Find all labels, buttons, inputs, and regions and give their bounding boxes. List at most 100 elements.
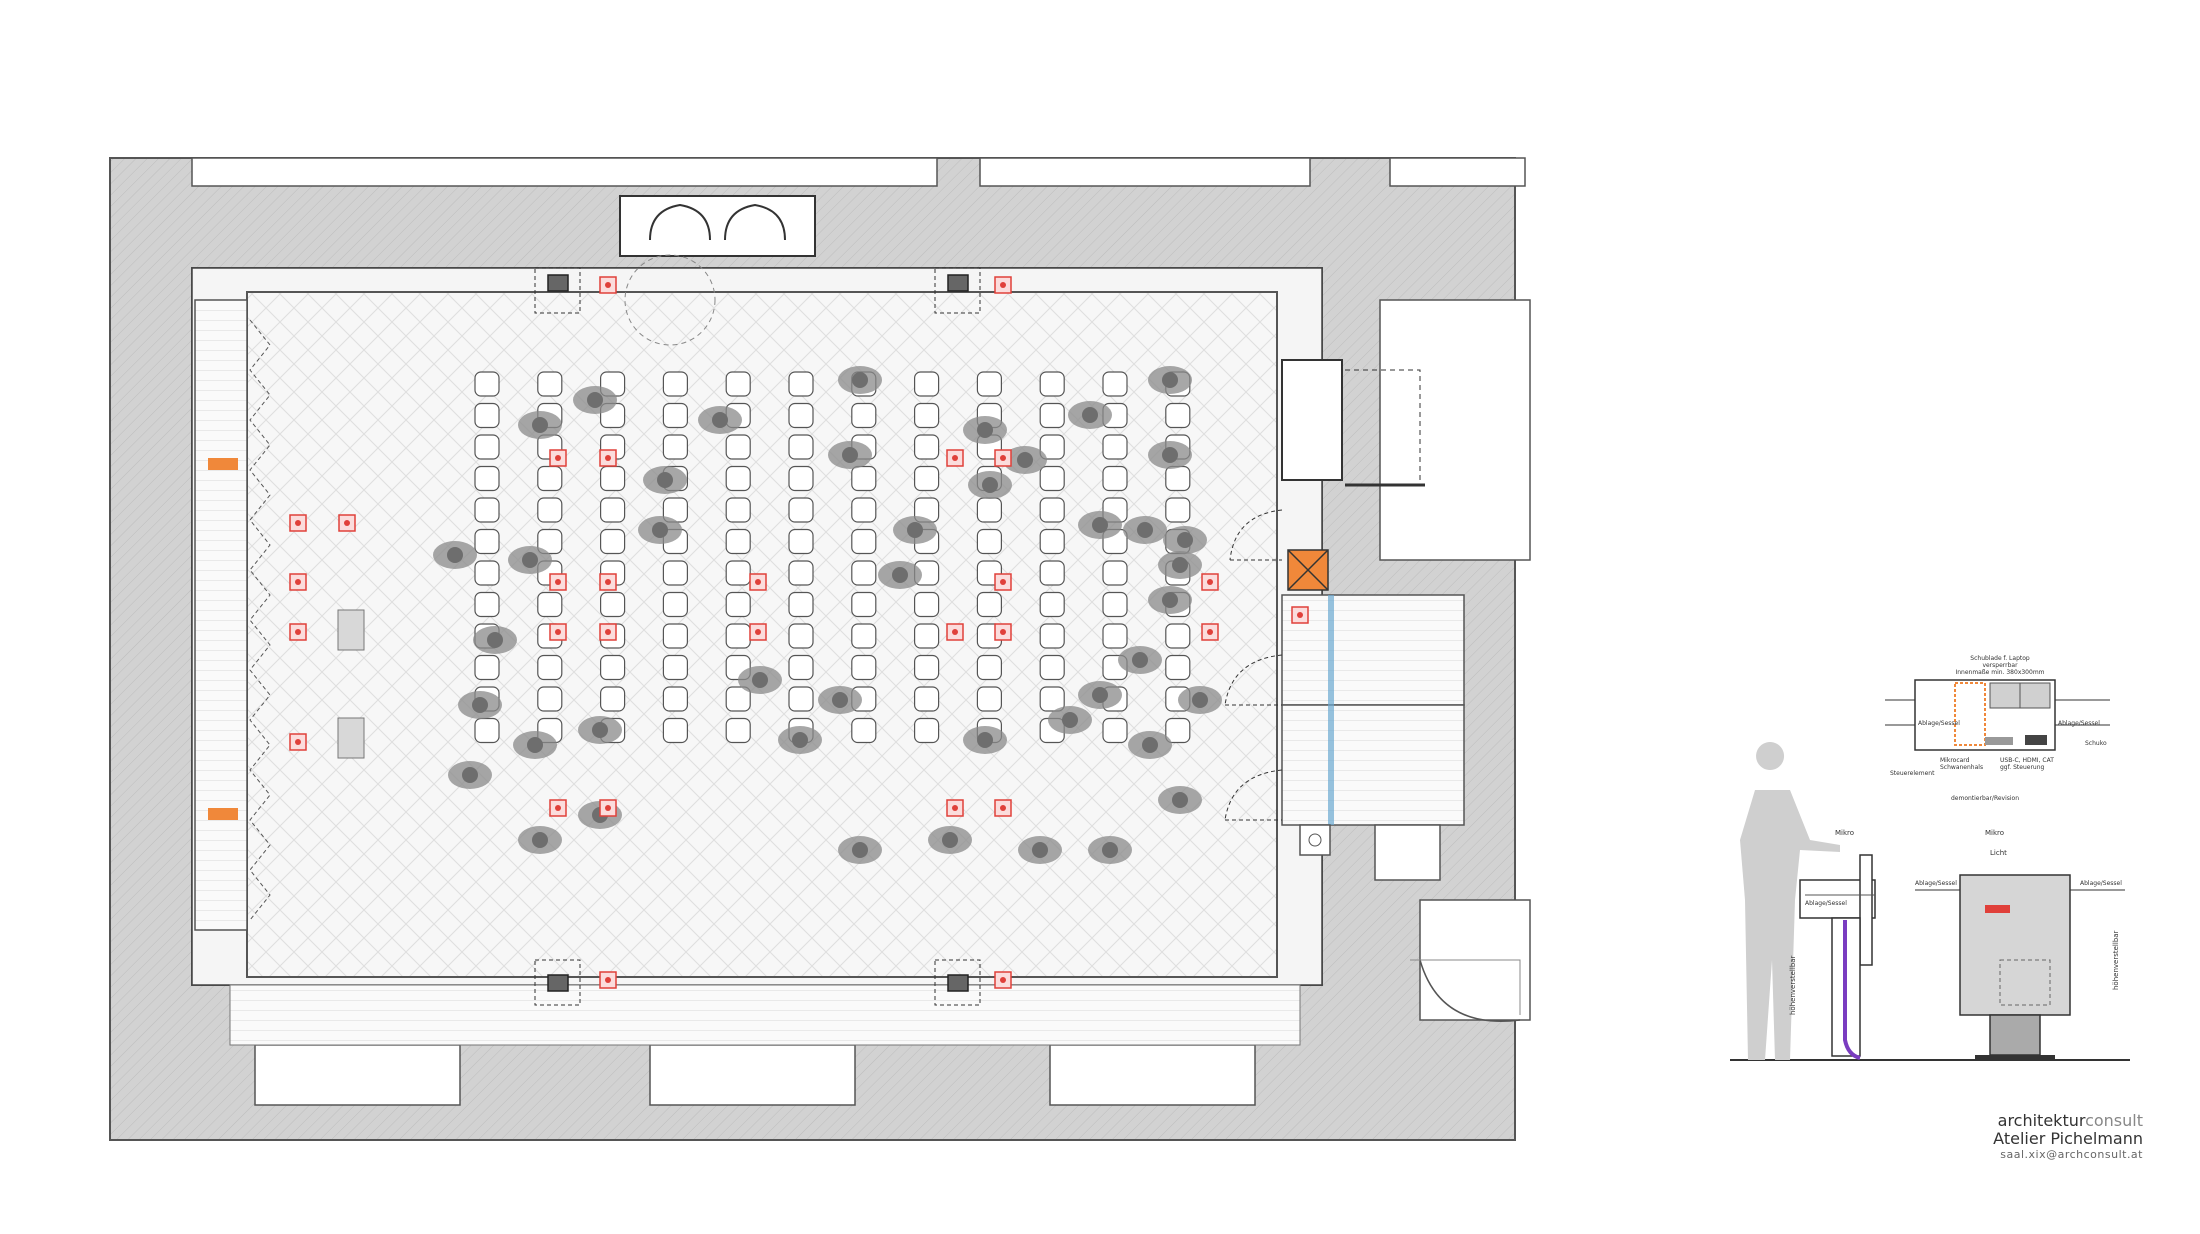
chair bbox=[851, 654, 877, 681]
chair bbox=[976, 591, 1003, 618]
chair bbox=[537, 686, 563, 712]
person-head bbox=[942, 832, 958, 848]
chair bbox=[976, 497, 1003, 523]
side-hoehe-label: höhenverstellbar bbox=[1789, 955, 1797, 1015]
person-head bbox=[892, 567, 908, 583]
floor-sensor-dot bbox=[952, 629, 958, 635]
chair bbox=[788, 686, 814, 712]
chair bbox=[913, 371, 940, 397]
chair bbox=[599, 497, 626, 523]
lectern-top-steuerung: ggf. Steuerung bbox=[2000, 764, 2045, 771]
floor-sensor-dot bbox=[1207, 629, 1213, 635]
chair bbox=[474, 434, 500, 460]
chair bbox=[1039, 654, 1065, 681]
chair bbox=[1165, 654, 1191, 681]
left-zigzag-dashes bbox=[249, 319, 271, 921]
person-head bbox=[462, 767, 478, 783]
chair bbox=[662, 434, 689, 460]
person-head bbox=[832, 692, 848, 708]
front-hoehe-label: höhenverstellbar bbox=[2112, 930, 2120, 990]
person-head bbox=[472, 697, 488, 713]
chair bbox=[1039, 560, 1065, 586]
lectern-top-header-1: Schublade f. Laptop bbox=[1970, 655, 2030, 662]
floor-sensor-dot bbox=[555, 805, 561, 811]
chair bbox=[1102, 717, 1128, 744]
person-head bbox=[712, 412, 728, 428]
chair bbox=[788, 371, 814, 397]
lectern-top-usb: USB-C, HDMI, CAT bbox=[2000, 757, 2054, 764]
person-head bbox=[527, 737, 543, 753]
chair bbox=[976, 371, 1003, 397]
entrance-doors bbox=[619, 195, 816, 257]
chair bbox=[725, 591, 751, 618]
floor-sensor-dot bbox=[1297, 612, 1303, 618]
chair bbox=[537, 465, 563, 492]
chair bbox=[474, 560, 500, 586]
floor-sensor-dot bbox=[605, 455, 611, 461]
chair bbox=[537, 497, 563, 523]
chair bbox=[474, 465, 500, 492]
chair bbox=[913, 623, 940, 649]
floor-sensor-dot bbox=[295, 739, 301, 745]
floor-sensor-dot bbox=[605, 282, 611, 288]
person-head bbox=[1137, 522, 1153, 538]
person-head bbox=[1142, 737, 1158, 753]
person-head bbox=[1092, 517, 1108, 533]
floor-sensor-dot bbox=[295, 629, 301, 635]
floor-sensor-dot bbox=[952, 805, 958, 811]
chair bbox=[725, 560, 751, 586]
chair bbox=[474, 717, 500, 744]
floor-sensor-dot bbox=[1000, 282, 1006, 288]
chair bbox=[913, 402, 940, 429]
person-head bbox=[1102, 842, 1118, 858]
person-head bbox=[1017, 452, 1033, 468]
chair bbox=[1039, 371, 1065, 397]
contact-email: saal.xix@archconsult.at bbox=[2000, 1147, 2143, 1161]
studio-name: Atelier Pichelmann bbox=[1993, 1129, 2143, 1149]
chair bbox=[662, 686, 689, 712]
chair bbox=[1039, 434, 1065, 460]
floor-sensor-dot bbox=[605, 629, 611, 635]
chair bbox=[976, 654, 1003, 681]
lectern-top-ablage-left: Ablage/Sessel bbox=[1918, 720, 1960, 727]
person-head bbox=[657, 472, 673, 488]
person-head bbox=[982, 477, 998, 493]
chair bbox=[599, 465, 626, 492]
firm-name: architekturconsult bbox=[1993, 1111, 2143, 1130]
chair bbox=[474, 497, 500, 523]
chair bbox=[725, 623, 751, 649]
chair bbox=[599, 686, 626, 712]
floor-sensor-dot bbox=[755, 579, 761, 585]
person-head bbox=[1172, 557, 1188, 573]
chair bbox=[851, 497, 877, 523]
dashed-circle bbox=[624, 254, 716, 346]
chair bbox=[1165, 717, 1191, 744]
lectern-top-mikrocard: Mikrocard bbox=[1940, 757, 1970, 764]
person-head bbox=[1062, 712, 1078, 728]
chair bbox=[1102, 591, 1128, 618]
person-head bbox=[1132, 652, 1148, 668]
chair bbox=[1165, 497, 1191, 523]
people-figures bbox=[433, 366, 1222, 864]
chair bbox=[788, 623, 814, 649]
firm-name-part2: consult bbox=[2085, 1111, 2143, 1130]
person-head bbox=[532, 832, 548, 848]
person-head bbox=[532, 417, 548, 433]
lectern-side-view: Mikro Ablage/Sessel höhenverstellbar bbox=[1730, 742, 2130, 1061]
floor-sensor-dot bbox=[1000, 629, 1006, 635]
chair bbox=[976, 686, 1003, 712]
person-head bbox=[752, 672, 768, 688]
chair bbox=[851, 528, 877, 555]
chair bbox=[1039, 591, 1065, 618]
chair bbox=[725, 717, 751, 744]
right-annex bbox=[1224, 359, 1521, 1022]
firm-credits: architekturconsult Atelier Pichelmann sa… bbox=[1993, 1111, 2143, 1161]
chair bbox=[913, 434, 940, 460]
chair bbox=[1102, 465, 1128, 492]
floor-sensor-dot bbox=[295, 579, 301, 585]
chair bbox=[474, 654, 500, 681]
lectern-top-schwanenhals: Schwanenhals bbox=[1940, 764, 1983, 771]
chair bbox=[662, 717, 689, 744]
chair bbox=[474, 402, 500, 429]
lectern-top-header-2: versperrbar bbox=[1982, 662, 2018, 669]
